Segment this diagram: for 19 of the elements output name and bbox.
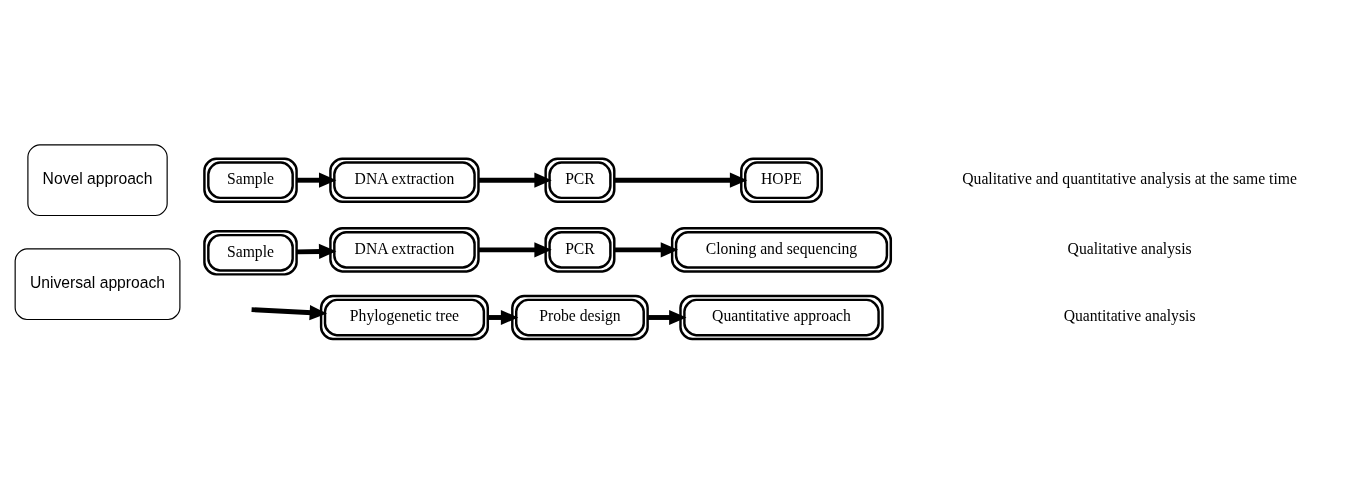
node-box: Sample	[203, 157, 298, 204]
node-box: DNA extraction	[329, 157, 480, 204]
label: Qualitative and quantitative analysis at the same time	[962, 169, 1297, 187]
label: Qualitative analysis	[1067, 239, 1192, 257]
node-box: Phylogenetic tree	[319, 294, 490, 341]
node-box: Novel approach	[27, 144, 168, 217]
arrow	[614, 172, 748, 188]
arrow	[296, 243, 337, 260]
node-box: Probe design	[511, 294, 649, 341]
node-box: Universal approach	[14, 248, 181, 321]
label: Quantitative analysis	[1063, 307, 1196, 325]
node-box: Quantitative approach	[679, 294, 884, 341]
arrow	[251, 305, 328, 321]
arrow	[478, 172, 552, 188]
arrow	[478, 242, 552, 258]
node-box: PCR	[544, 157, 616, 204]
arrow	[647, 309, 687, 326]
arrow	[296, 172, 337, 188]
arrow	[614, 242, 679, 258]
